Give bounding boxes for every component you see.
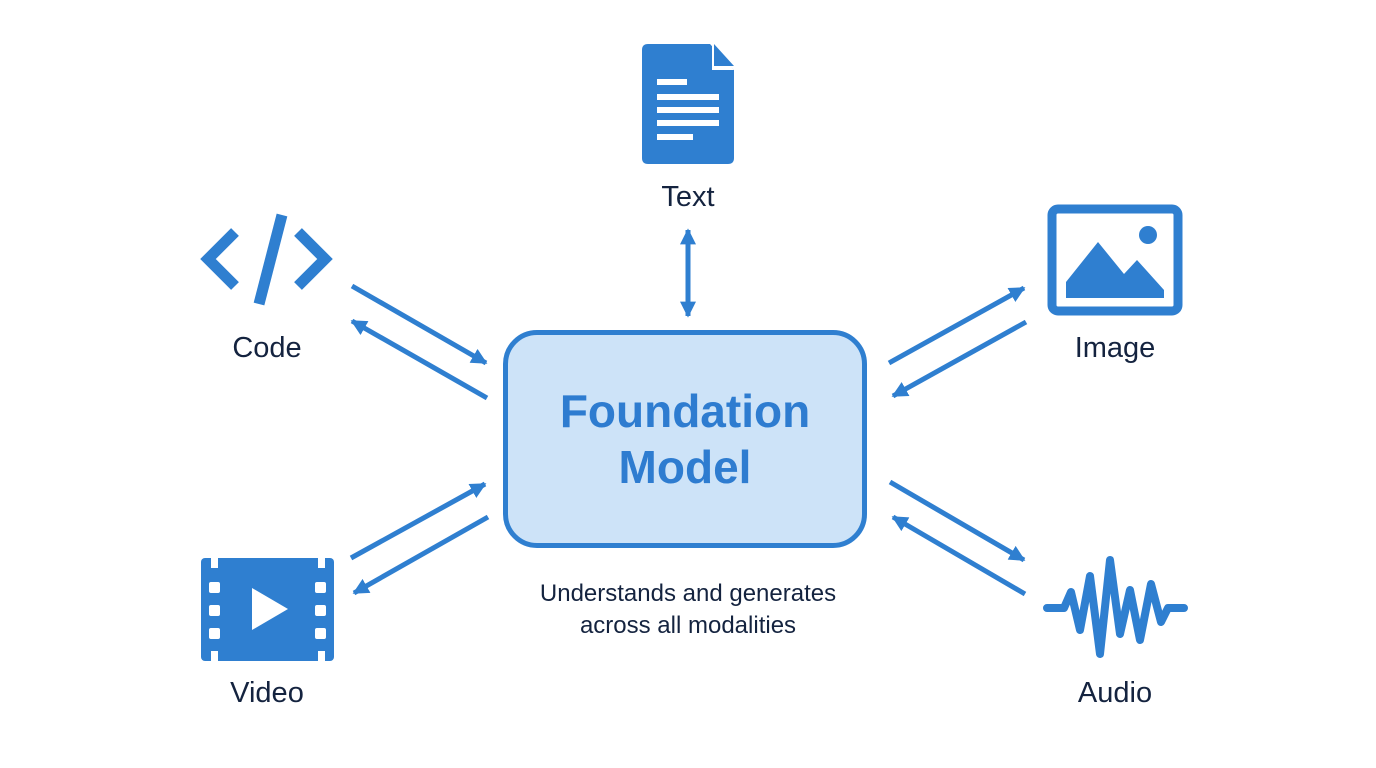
modality-label-code: Code bbox=[232, 332, 302, 364]
hub-title-line-2: Model bbox=[618, 441, 752, 493]
modality-label-text: Text bbox=[661, 181, 715, 213]
modality-label-audio: Audio bbox=[1077, 677, 1153, 709]
hub-caption: Understands and generates across all mod… bbox=[488, 578, 888, 642]
audio-to-model-arrow bbox=[891, 514, 1027, 597]
model-to-video-arrow bbox=[352, 514, 490, 596]
model-to-audio-arrow bbox=[888, 479, 1026, 563]
model-to-code-arrow bbox=[350, 318, 489, 401]
video-to-model-arrow bbox=[349, 481, 487, 561]
document-icon bbox=[642, 44, 734, 164]
hub-title-line-1: Foundation bbox=[559, 385, 811, 437]
film-play-icon bbox=[201, 558, 334, 661]
model-to-image-arrow bbox=[887, 285, 1026, 366]
caption-line-2: across all modalities bbox=[579, 612, 797, 639]
image-to-model-arrow bbox=[891, 319, 1028, 399]
code-to-model-arrow bbox=[350, 283, 488, 366]
audio-waveform-icon bbox=[1043, 556, 1188, 658]
caption-line-1: Understands and generates bbox=[539, 580, 837, 607]
code-brackets-icon bbox=[200, 213, 333, 306]
modality-label-video: Video bbox=[230, 677, 304, 709]
modality-label-image: Image bbox=[1074, 332, 1156, 364]
foundation-model-box: Foundation Model bbox=[503, 330, 867, 548]
image-picture-icon bbox=[1047, 204, 1183, 316]
